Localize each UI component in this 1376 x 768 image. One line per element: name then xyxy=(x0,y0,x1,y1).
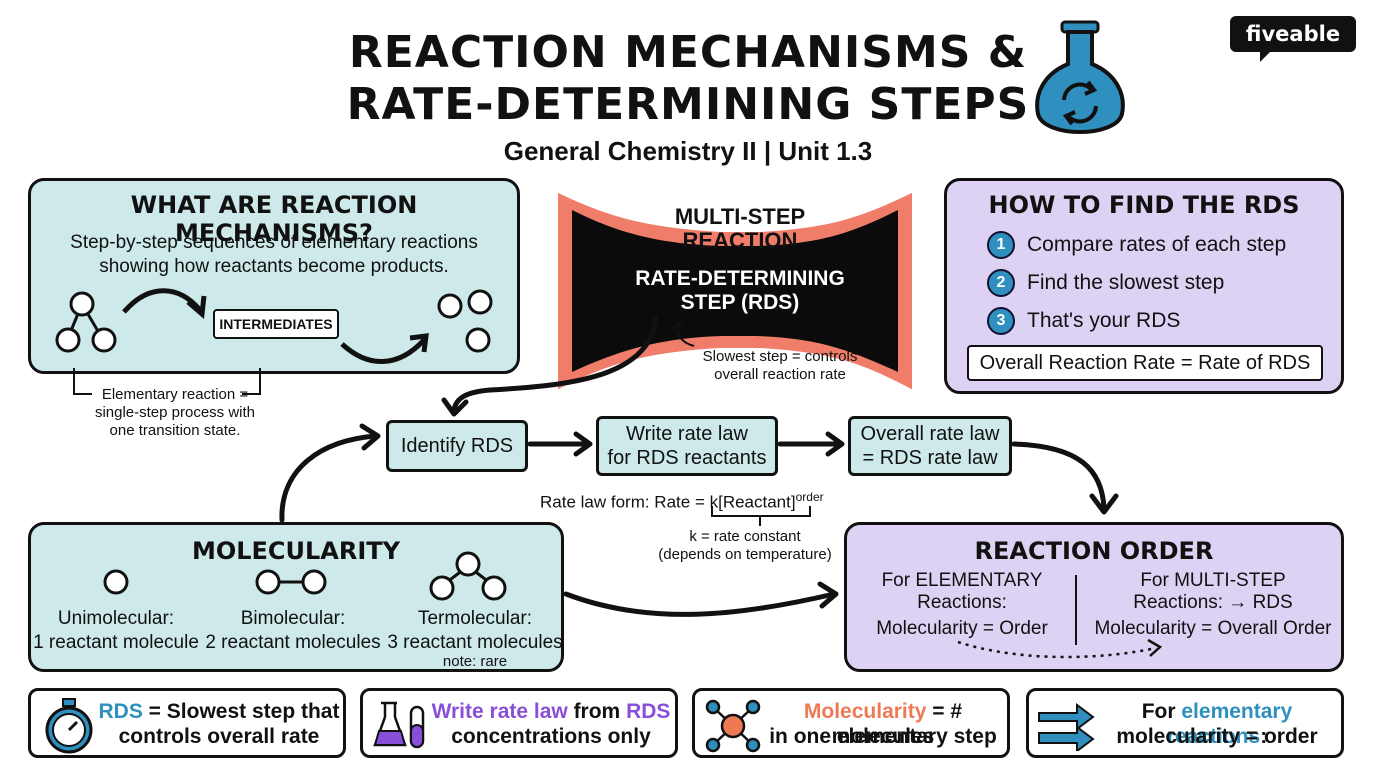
molecule-icon xyxy=(705,699,761,753)
elementary-note-line1: Elementary reaction = xyxy=(101,386,249,403)
reaction-order-title: REACTION ORDER xyxy=(974,537,1214,565)
overall-rate-law-line2: = RDS rate law xyxy=(862,447,998,469)
write-rate-law-line1: Write rate law xyxy=(626,423,748,445)
molecule-drawings xyxy=(103,551,507,601)
multistep-order-line2: Reactions: → RDS xyxy=(1133,592,1293,613)
bimolecular-line1: Bimolecular: xyxy=(240,608,346,629)
rds-label-line1: RATE-DETERMINING xyxy=(635,267,845,290)
molecularity-summary-card: Molecularity = # molecules in one elemen… xyxy=(692,688,1010,758)
termolecular-line1: Termolecular: xyxy=(417,608,533,629)
molecularity-summary-line2: in one elementary step xyxy=(769,725,997,748)
unimolecular-line1: Unimolecular: xyxy=(57,608,175,629)
flask-icon xyxy=(1035,20,1125,134)
elementary-note-line2: single-step process with xyxy=(94,404,256,421)
rate-law-summary-line2: concentrations only xyxy=(451,725,651,748)
elementary-summary-card: For elementary reactions: molecularity =… xyxy=(1026,688,1344,758)
rds-summary-card: RDS = Slowest step that controls overall… xyxy=(28,688,346,758)
step-text-1: Compare rates of each step xyxy=(1027,233,1287,256)
order-divider xyxy=(1075,575,1077,645)
elementary-note-line3: one transition state. xyxy=(109,422,241,439)
rds-result: Overall Reaction Rate = Rate of RDS xyxy=(967,345,1323,381)
rate-law-order-sup: order xyxy=(795,490,824,504)
slowest-note-line1: Slowest step = controls xyxy=(702,348,858,365)
molecularity-summary-line1: Molecularity = # molecules xyxy=(757,699,1009,749)
overall-rate-law-line1: Overall rate law xyxy=(860,423,1000,445)
step-number-1: 1 xyxy=(987,231,1015,259)
write-rate-law-box: Write rate law for RDS reactants xyxy=(596,416,778,476)
rate-constant-line2: (depends on temperature) xyxy=(658,546,832,563)
arrows-icon xyxy=(1038,703,1095,751)
multistep-title-line1: MULTI-STEP xyxy=(674,204,806,229)
rate-law-summary-mid: from xyxy=(567,700,627,723)
identify-rds-text: Identify RDS xyxy=(400,435,514,457)
rds-summary-rest: = Slowest step that xyxy=(142,700,340,723)
page-title-line2: RATE-DETERMINING STEPS xyxy=(346,79,1030,130)
step-number-2: 2 xyxy=(987,269,1015,297)
rate-law-form: Rate law form: Rate = k[Reactant]order xyxy=(540,486,860,514)
slowest-note-line2: overall reaction rate xyxy=(714,366,846,383)
molecularity-summary-hl: Molecularity xyxy=(803,700,927,723)
molecularity-summary-rest: = # molecules xyxy=(831,700,963,748)
fiveable-logo: fiveable xyxy=(1230,16,1356,62)
elementary-summary-line2: molecularity = order xyxy=(1116,725,1318,748)
rate-constant-line1: k = rate constant xyxy=(689,528,801,545)
page-subtitle: General Chemistry II | Unit 1.3 xyxy=(503,136,873,166)
elementary-summary-post: : xyxy=(1260,725,1268,748)
rate-law-bracket xyxy=(711,506,811,526)
find-rds-title: HOW TO FIND THE RDS xyxy=(988,191,1300,219)
stopwatch-icon xyxy=(45,698,93,754)
elementary-summary-line1: For elementary reactions: xyxy=(1091,699,1343,749)
mechanisms-title: WHAT ARE REACTION MECHANISMS? xyxy=(130,191,418,247)
reaction-order-panel: REACTION ORDER For ELEMENTARY Reactions:… xyxy=(844,522,1344,672)
page-title-line1: REACTION MECHANISMS & xyxy=(348,27,1028,78)
multistep-order-line1: For MULTI-STEP xyxy=(1140,570,1286,591)
molecularity-panel: MOLECULARITY Unimolecular: 1 reactant mo… xyxy=(28,522,564,672)
bimolecular-line2: 2 reactant molecules xyxy=(205,632,381,653)
termolecular-line2: 3 reactant molecules xyxy=(387,632,563,653)
intermediates-label: INTERMEDIATES xyxy=(213,309,339,339)
mechanisms-desc-line1: Step-by-step sequences of elementary rea… xyxy=(70,232,478,253)
rate-law-form-text: Rate law form: Rate = k[Reactant] xyxy=(540,492,796,512)
mechanisms-panel: WHAT ARE REACTION MECHANISMS? Step-by-st… xyxy=(28,178,520,374)
multistep-order-line3: Molecularity = Overall Order xyxy=(1094,618,1332,639)
rds-summary-line2: controls overall rate xyxy=(118,725,320,748)
rate-law-summary-card: Write rate law from RDS concentrations o… xyxy=(360,688,678,758)
find-rds-panel: HOW TO FIND THE RDS 1 Compare rates of e… xyxy=(944,178,1344,394)
write-rate-law-line2: for RDS reactants xyxy=(607,447,767,469)
mechanism-drawing xyxy=(55,288,493,364)
rds-label-line2: STEP (RDS) xyxy=(680,291,800,314)
rate-law-summary-hl2: RDS xyxy=(626,700,671,723)
molecularity-title: MOLECULARITY xyxy=(191,537,401,565)
elementary-order-line3: Molecularity = Order xyxy=(876,618,1048,639)
overall-rate-law-box: Overall rate law = RDS rate law xyxy=(848,416,1012,476)
rate-law-summary-hl1: Write rate law xyxy=(431,700,568,723)
termolecular-note: note: rare xyxy=(442,653,508,670)
step-text-3: That's your RDS xyxy=(1027,309,1181,332)
multistep-title-line2: REACTION xyxy=(682,228,798,253)
rds-summary-highlight: RDS xyxy=(98,700,143,723)
rds-summary-line1: RDS = Slowest step that xyxy=(93,699,345,724)
unimolecular-line2: 1 reactant molecule xyxy=(33,632,199,653)
step-text-2: Find the slowest step xyxy=(1027,271,1225,294)
elementary-order-line1: For ELEMENTARY xyxy=(881,570,1043,591)
step-number-3: 3 xyxy=(987,307,1015,335)
elementary-summary-pre: For xyxy=(1141,700,1182,723)
elementary-summary-hl: elementary reactions xyxy=(1166,700,1293,748)
elementary-order-line2: Reactions: xyxy=(917,592,1007,613)
elementary-bracket xyxy=(73,368,261,395)
mechanisms-desc-line2: showing how reactants become products. xyxy=(99,256,449,277)
beaker-icon xyxy=(373,701,425,749)
identify-rds-box: Identify RDS xyxy=(386,420,528,472)
rate-law-summary-line1: Write rate law from RDS xyxy=(425,699,677,724)
